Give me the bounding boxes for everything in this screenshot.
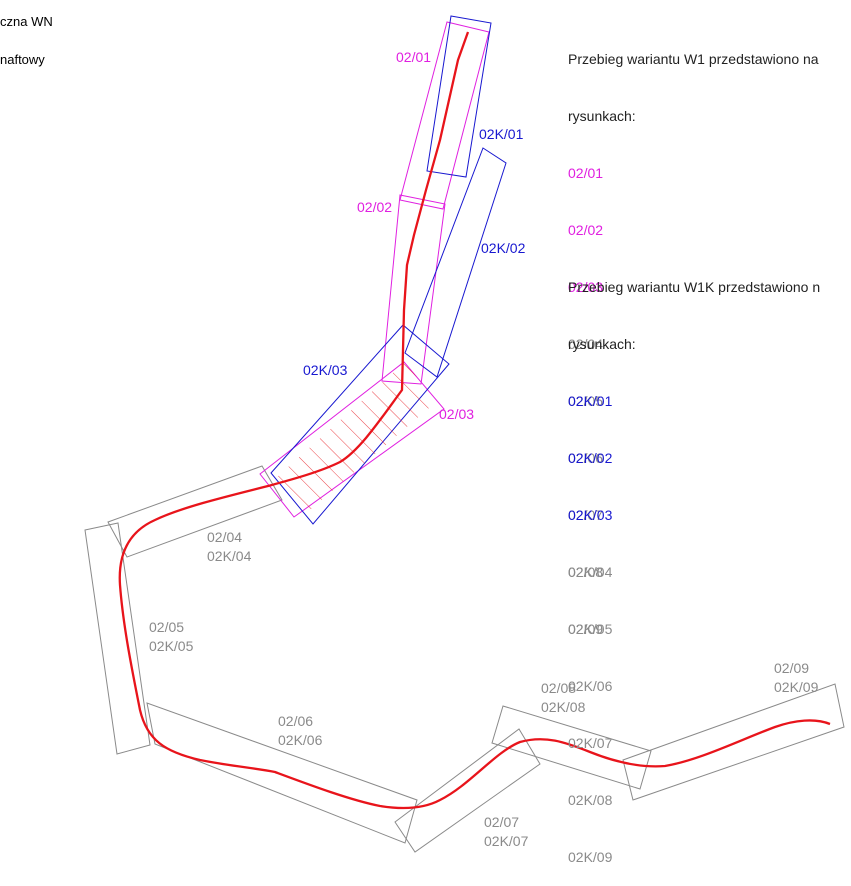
- legend-w1-item: 02/08: [568, 564, 604, 580]
- label-02-03: 02/03: [439, 406, 474, 422]
- label-02K-03: 02K/03: [303, 362, 348, 378]
- label-02K-09: 02K/09: [774, 679, 819, 695]
- label-02-04: 02/04: [207, 529, 242, 545]
- frame-02-02: [381, 194, 446, 385]
- legend-w1k-heading-2: rysunkach:: [568, 336, 636, 352]
- label-02K-01: 02K/01: [479, 126, 524, 142]
- label-02-07: 02/07: [484, 814, 519, 830]
- legend-w1-heading: Przebieg wariantu W1 przedstawiono na: [568, 51, 819, 67]
- legend-w1-item: 02/03: [568, 279, 604, 295]
- legend-w1-item: 02/05: [568, 393, 604, 409]
- legend-w1: Przebieg wariantu W1 przedstawiono na ry…: [568, 12, 819, 658]
- legend-w1k-item: 02K/07: [568, 735, 613, 751]
- legend-w1-item: 02/07: [568, 507, 604, 523]
- legend-w1-heading-2: rysunkach:: [568, 108, 636, 124]
- route-line: [118, 31, 831, 810]
- label-02K-05: 02K/05: [149, 638, 194, 654]
- w1k-sheet-frames: [270, 15, 507, 525]
- legend-w1k-heading: Przebieg wariantu W1K przedstawiono n: [568, 279, 821, 295]
- frame-02K-02: [404, 147, 507, 378]
- label-02-02: 02/02: [357, 199, 392, 215]
- frame-02K-01: [426, 15, 492, 178]
- truncated-legend-fragments: czna WN naftowy: [0, 3, 53, 79]
- label-02-08: 02/08: [541, 680, 576, 696]
- fragment-2: naftowy: [0, 52, 45, 67]
- route-map: 02/01 02/02 02/03 02K/01 02K/02 02K/03 0…: [84, 15, 845, 853]
- legend-w1-item: 02/01: [568, 165, 604, 181]
- frame-02-06: [146, 702, 418, 844]
- legend-w1-item: 02/06: [568, 450, 604, 466]
- legend-w1-item: 02/02: [568, 222, 604, 238]
- legend-w1-item: 02/04: [568, 336, 604, 352]
- label-02K-06: 02K/06: [278, 732, 323, 748]
- label-02K-08: 02K/08: [541, 699, 586, 715]
- label-02K-02: 02K/02: [481, 240, 526, 256]
- legend-w1k-item: 02K/04: [568, 564, 613, 580]
- frame-02-07: [394, 728, 541, 853]
- frame-02K-03: [270, 324, 450, 525]
- frame-02-03: [259, 361, 445, 518]
- label-02-01: 02/01: [396, 49, 431, 65]
- common-sheet-frames: [84, 465, 845, 853]
- legend-w1k-item: 02K/05: [568, 621, 613, 637]
- legend-w1k-item: 02K/08: [568, 792, 613, 808]
- frame-02-05: [84, 522, 151, 755]
- legend-w1k: Przebieg wariantu W1K przedstawiono n ry…: [568, 240, 820, 886]
- overlap-hatching: [276, 362, 436, 510]
- legend-w1k-item: 02K/03: [568, 507, 613, 523]
- legend-w1-item: 02/09: [568, 621, 604, 637]
- legend-w1k-item: 02K/01: [568, 393, 613, 409]
- legend-w1k-item: 02K/02: [568, 450, 613, 466]
- frame-02-08: [491, 705, 652, 790]
- label-02K-04: 02K/04: [207, 548, 252, 564]
- frame-02-01: [399, 21, 490, 210]
- label-02-09: 02/09: [774, 660, 809, 676]
- frame-02-04: [107, 465, 283, 558]
- legend-w1k-item: 02K/06: [568, 678, 613, 694]
- label-02-06: 02/06: [278, 713, 313, 729]
- frame-02-09: [622, 683, 845, 801]
- fragment-1: czna WN: [0, 14, 53, 29]
- label-02-05: 02/05: [149, 619, 184, 635]
- label-02K-07: 02K/07: [484, 833, 529, 849]
